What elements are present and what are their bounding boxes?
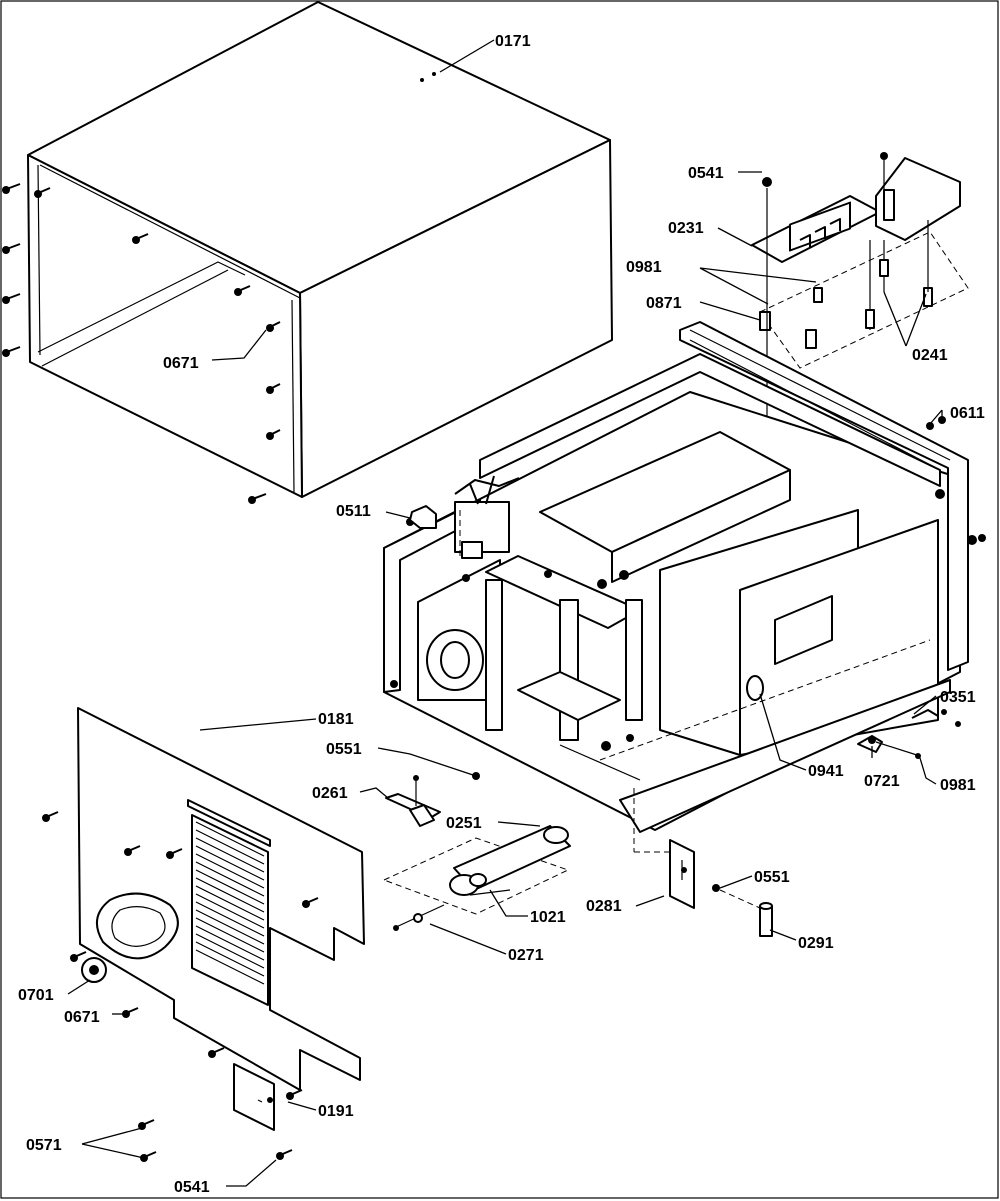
hinge-0281 [633,788,695,909]
part-labels: 0171 0541 0231 0981 0871 0241 0611 0671 … [18,33,985,1196]
leader-lines [67,39,943,1187]
label-0511: 0511 [336,503,371,520]
label-1021: 1021 [530,909,566,926]
cabinet-screws [2,183,281,504]
label-0981-top: 0981 [626,259,662,276]
capacitor-assembly [382,825,571,931]
label-0671-mid: 0671 [64,1009,100,1026]
label-0251: 0251 [446,815,482,832]
label-0191: 0191 [318,1103,354,1120]
label-0241: 0241 [912,347,948,364]
part-0941 [746,675,764,701]
label-0271: 0271 [508,947,544,964]
label-0541-top: 0541 [688,165,724,182]
switch-0721 [857,709,961,759]
label-0701: 0701 [18,987,54,1004]
label-0171: 0171 [495,33,531,50]
label-0351: 0351 [940,689,976,706]
label-0291: 0291 [798,935,834,952]
label-0571: 0571 [26,1137,62,1154]
label-0611: 0611 [950,405,985,422]
label-0541-bottom: 0541 [174,1179,210,1196]
label-0281: 0281 [586,898,622,915]
label-0941: 0941 [808,763,844,780]
outer-cabinet-wrapper [27,1,613,498]
label-0721: 0721 [864,773,900,790]
side-panel-screws [42,811,319,1162]
side-panel [77,707,365,1131]
main-chassis [383,321,986,833]
fuse-0511 [409,505,437,529]
pin-0291 [712,884,773,937]
label-0231: 0231 [668,220,704,237]
label-0671-top: 0671 [163,355,199,372]
control-board-assembly [751,152,969,530]
label-0261: 0261 [312,785,348,802]
label-0551-right: 0551 [754,869,790,886]
label-0181: 0181 [318,711,354,728]
label-0981-right: 0981 [940,777,976,794]
label-0871: 0871 [646,295,682,312]
label-0551-left: 0551 [326,741,362,758]
